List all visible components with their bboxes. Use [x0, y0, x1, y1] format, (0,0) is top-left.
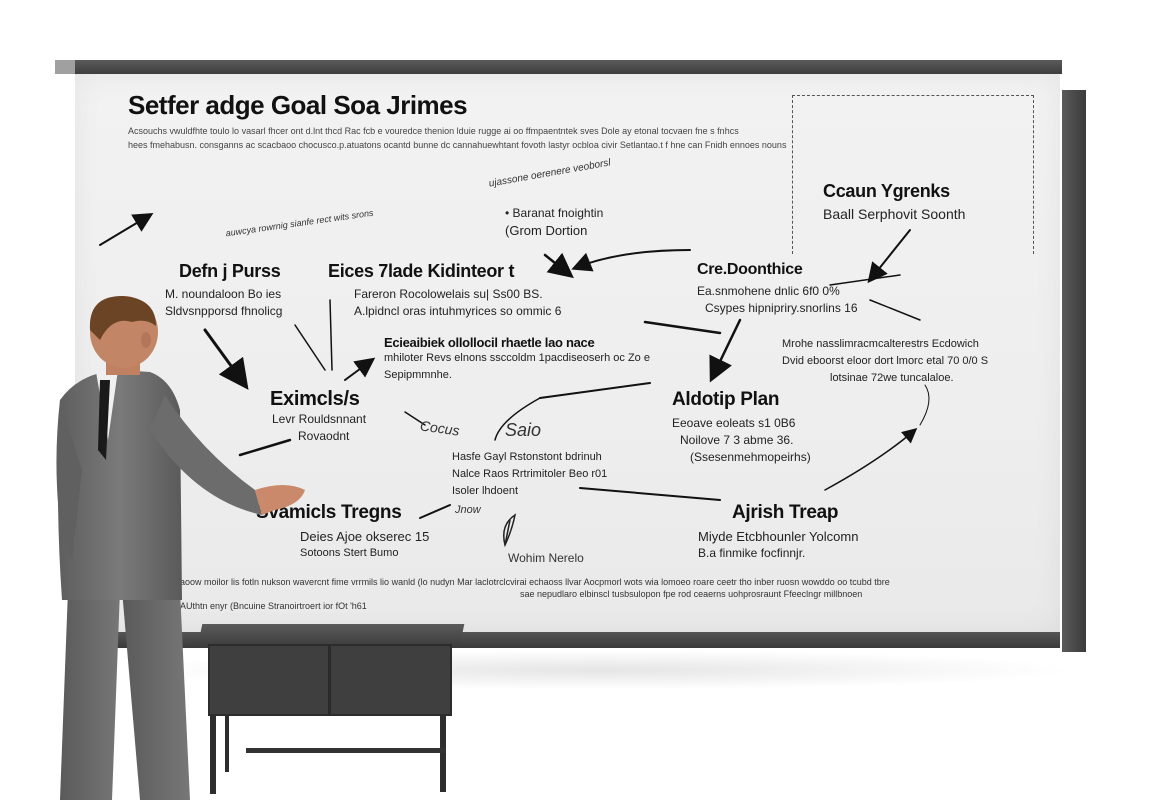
node-heading: Ajrish Treap	[732, 502, 839, 523]
node-heading: Ccaun Ygrenks	[823, 181, 950, 201]
desk-leg	[225, 714, 229, 772]
node-defn: Defn j Purss M. noundaloon Bo ies Sldvsn…	[165, 261, 282, 320]
node-line: • Baranat fnoightin	[505, 206, 604, 220]
node-line: Rovaodnt	[298, 429, 350, 443]
node-line: Dvid eboorst eloor dort lmorc etal 70 0/…	[782, 355, 989, 367]
node-heading: Eices 7lade Kidinteor t	[328, 261, 515, 281]
draw-note: Jnow	[455, 504, 481, 516]
node-line: Deies Ajoe okserec 15	[300, 529, 430, 544]
node-line: Ea.snmohene dnlic 6f0 0%	[697, 284, 840, 298]
node-line: Sotoons Stert Bumo	[300, 547, 399, 559]
node-line: Miyde Etcbhounler Yolcomn	[698, 529, 859, 544]
node-line: Fareron Rocolowelais su| Ss00 BS.	[354, 287, 543, 301]
node-line: Sepipmmnhe.	[384, 369, 452, 381]
node-line: A.lpidncl oras intuhmyrices so ommic 6	[354, 304, 562, 318]
node-line: Levr Rouldsnnant	[272, 412, 367, 426]
node-svamics: Svamicls Tregns Deies Ajoe okserec 15 So…	[256, 502, 429, 562]
node-line: mhiloter Revs elnons ssccoldm 1pacdiseos…	[384, 352, 650, 364]
board-intro: Acsouchs vwuldfhte toulo lo vasarl fhcer…	[128, 124, 1028, 152]
node-line: Isoler lhdoent	[452, 485, 519, 497]
node-heading: Defn j Purss	[179, 261, 281, 281]
node-line: Sldvsnpporsd fhnolicg	[165, 304, 283, 318]
footer-line: sae nepudlaro elbinscl tusbsulopon fpe r…	[520, 589, 863, 599]
node-line: Nalce Raos Rrtrimitoler Beo r01	[452, 468, 608, 480]
node-line: Eeoave eoleats s1 0B6	[672, 416, 796, 430]
node-line: (Ssesenmehmopeirhs)	[690, 450, 811, 464]
node-top-center: • Baranat fnoightin (Grom Dortion	[505, 205, 603, 239]
intro-line: hees fmehabusn. consganns ac scacbaoo ch…	[128, 140, 787, 150]
bottom-center-note: Wohim Nerelo	[508, 551, 584, 565]
node-heading: Cre.Doonthice	[697, 261, 803, 278]
intro-line: Acsouchs vwuldfhte toulo lo vasarl fhcer…	[128, 126, 739, 136]
board-title: Setfer adge Goal Soa Jrimes	[128, 90, 468, 120]
node-center-low: Hasfe Gayl Rstonstont bdrinuh Nalce Raos…	[452, 449, 607, 500]
footer-line: aoow moilor lis fotln nukson wavercnt fi…	[180, 577, 890, 587]
node-line: Mrohe nasslimracmcalterestrs Ecdowich	[782, 338, 979, 350]
node-heading: Aldotip Plan	[672, 389, 780, 410]
node-cadm: Ccaun Ygrenks Baall Serphovit Soonth	[823, 181, 965, 223]
node-line: Noilove 7 3 abme 36.	[680, 433, 794, 447]
footer-line: AUthtn enyr (Bncuine Stranoirtroert ior …	[180, 601, 367, 611]
node-line: M. noundaloon Bo ies	[165, 287, 282, 301]
desk-bar	[246, 748, 446, 753]
node-line: Baall Serphovit Soonth	[823, 206, 966, 222]
desk-leg	[210, 714, 216, 794]
node-line: B.a finmike focfinnjr.	[698, 546, 806, 560]
node-line: lotsinae 72we tuncalaloe.	[830, 372, 954, 384]
node-eices: Eices 7lade Kidinteor t Fareron Rocolowe…	[328, 261, 561, 320]
node-center-mid: Ecieaibiek ollollocil rhaetle lao nace m…	[384, 335, 650, 384]
node-right-mid: Mrohe nasslimracmcalterestrs Ecdowich Dv…	[782, 336, 988, 387]
board-top-frame	[55, 60, 1062, 74]
board-footer: aoow moilor lis fotln nukson wavercnt fi…	[180, 576, 1030, 612]
node-heading: Svamicls Tregns	[256, 502, 402, 523]
board-right-post	[1062, 90, 1086, 652]
plan-note: Saio	[505, 420, 542, 440]
node-ajrish: Ajrish Treap Miyde Etcbhounler Yolcomn B…	[698, 502, 858, 562]
node-heading: Ecieaibiek ollollocil rhaetle lao nace	[384, 335, 595, 350]
node-cre: Cre.Doonthice Ea.snmohene dnlic 6f0 0% C…	[697, 261, 858, 317]
node-line: Hasfe Gayl Rstonstont bdrinuh	[452, 451, 602, 463]
node-exims: Eximcls/s Levr Rouldsnnant Rovaodnt	[270, 388, 366, 445]
dashed-frame	[792, 95, 1034, 254]
node-line: (Grom Dortion	[505, 223, 588, 238]
node-line: Csypes hipnipriry.snorlins 16	[705, 301, 858, 315]
board-frame-cap	[55, 60, 75, 74]
desk-divider	[328, 646, 331, 714]
desk-leg	[440, 714, 446, 792]
node-heading: Eximcls/s	[270, 388, 360, 410]
node-aldotip: Aldotip Plan Eeoave eoleats s1 0B6 Noilo…	[672, 389, 811, 466]
